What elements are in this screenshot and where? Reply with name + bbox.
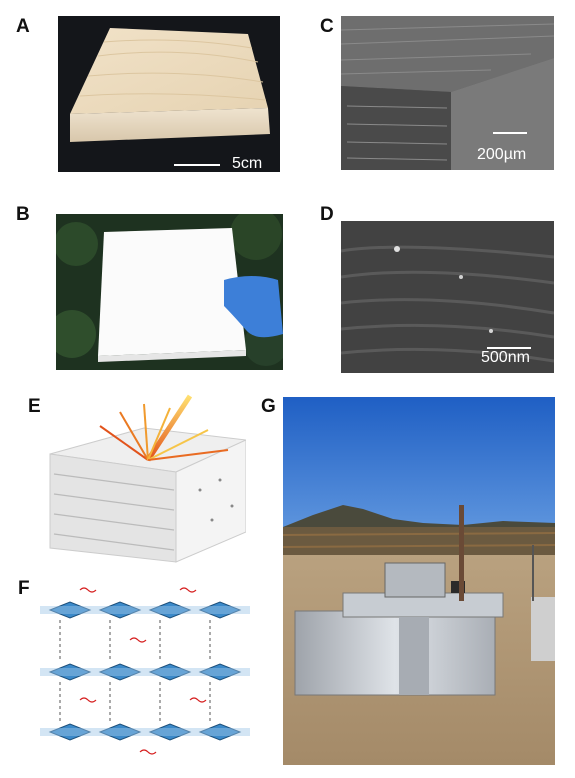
panel-label-c: C (320, 16, 334, 37)
sem-image-fibers: 500nm (341, 221, 554, 373)
cellulose-chain-illustration (40, 587, 250, 755)
scale-label-a: 5cm (232, 155, 263, 172)
scale-label-c: 200µm (477, 146, 527, 163)
schematic-cellulose-chains (40, 580, 250, 762)
block-ray-schematic (49, 394, 246, 563)
panel-label-g: G (261, 396, 276, 417)
scale-label-d: 500nm (481, 349, 530, 366)
panel-label-b: B (16, 204, 30, 225)
panel-label-f: F (18, 578, 30, 599)
test-site-illustration (283, 397, 555, 765)
panel-label-e: E (28, 396, 41, 417)
panel-label-d: D (320, 204, 334, 225)
sem-image-cross-section: 200µm (341, 16, 554, 170)
sem-fibers-illustration (341, 16, 554, 170)
photo-cooling-wood (56, 214, 283, 370)
white-board-illustration (56, 214, 283, 366)
photo-natural-wood: 5cm (58, 16, 280, 172)
sem-nanofibers-illustration (341, 221, 554, 373)
panel-label-a: A (16, 16, 30, 37)
photo-outdoor-test (283, 397, 555, 765)
wood-block-illustration (70, 28, 270, 166)
schematic-light-reflection (40, 390, 246, 568)
